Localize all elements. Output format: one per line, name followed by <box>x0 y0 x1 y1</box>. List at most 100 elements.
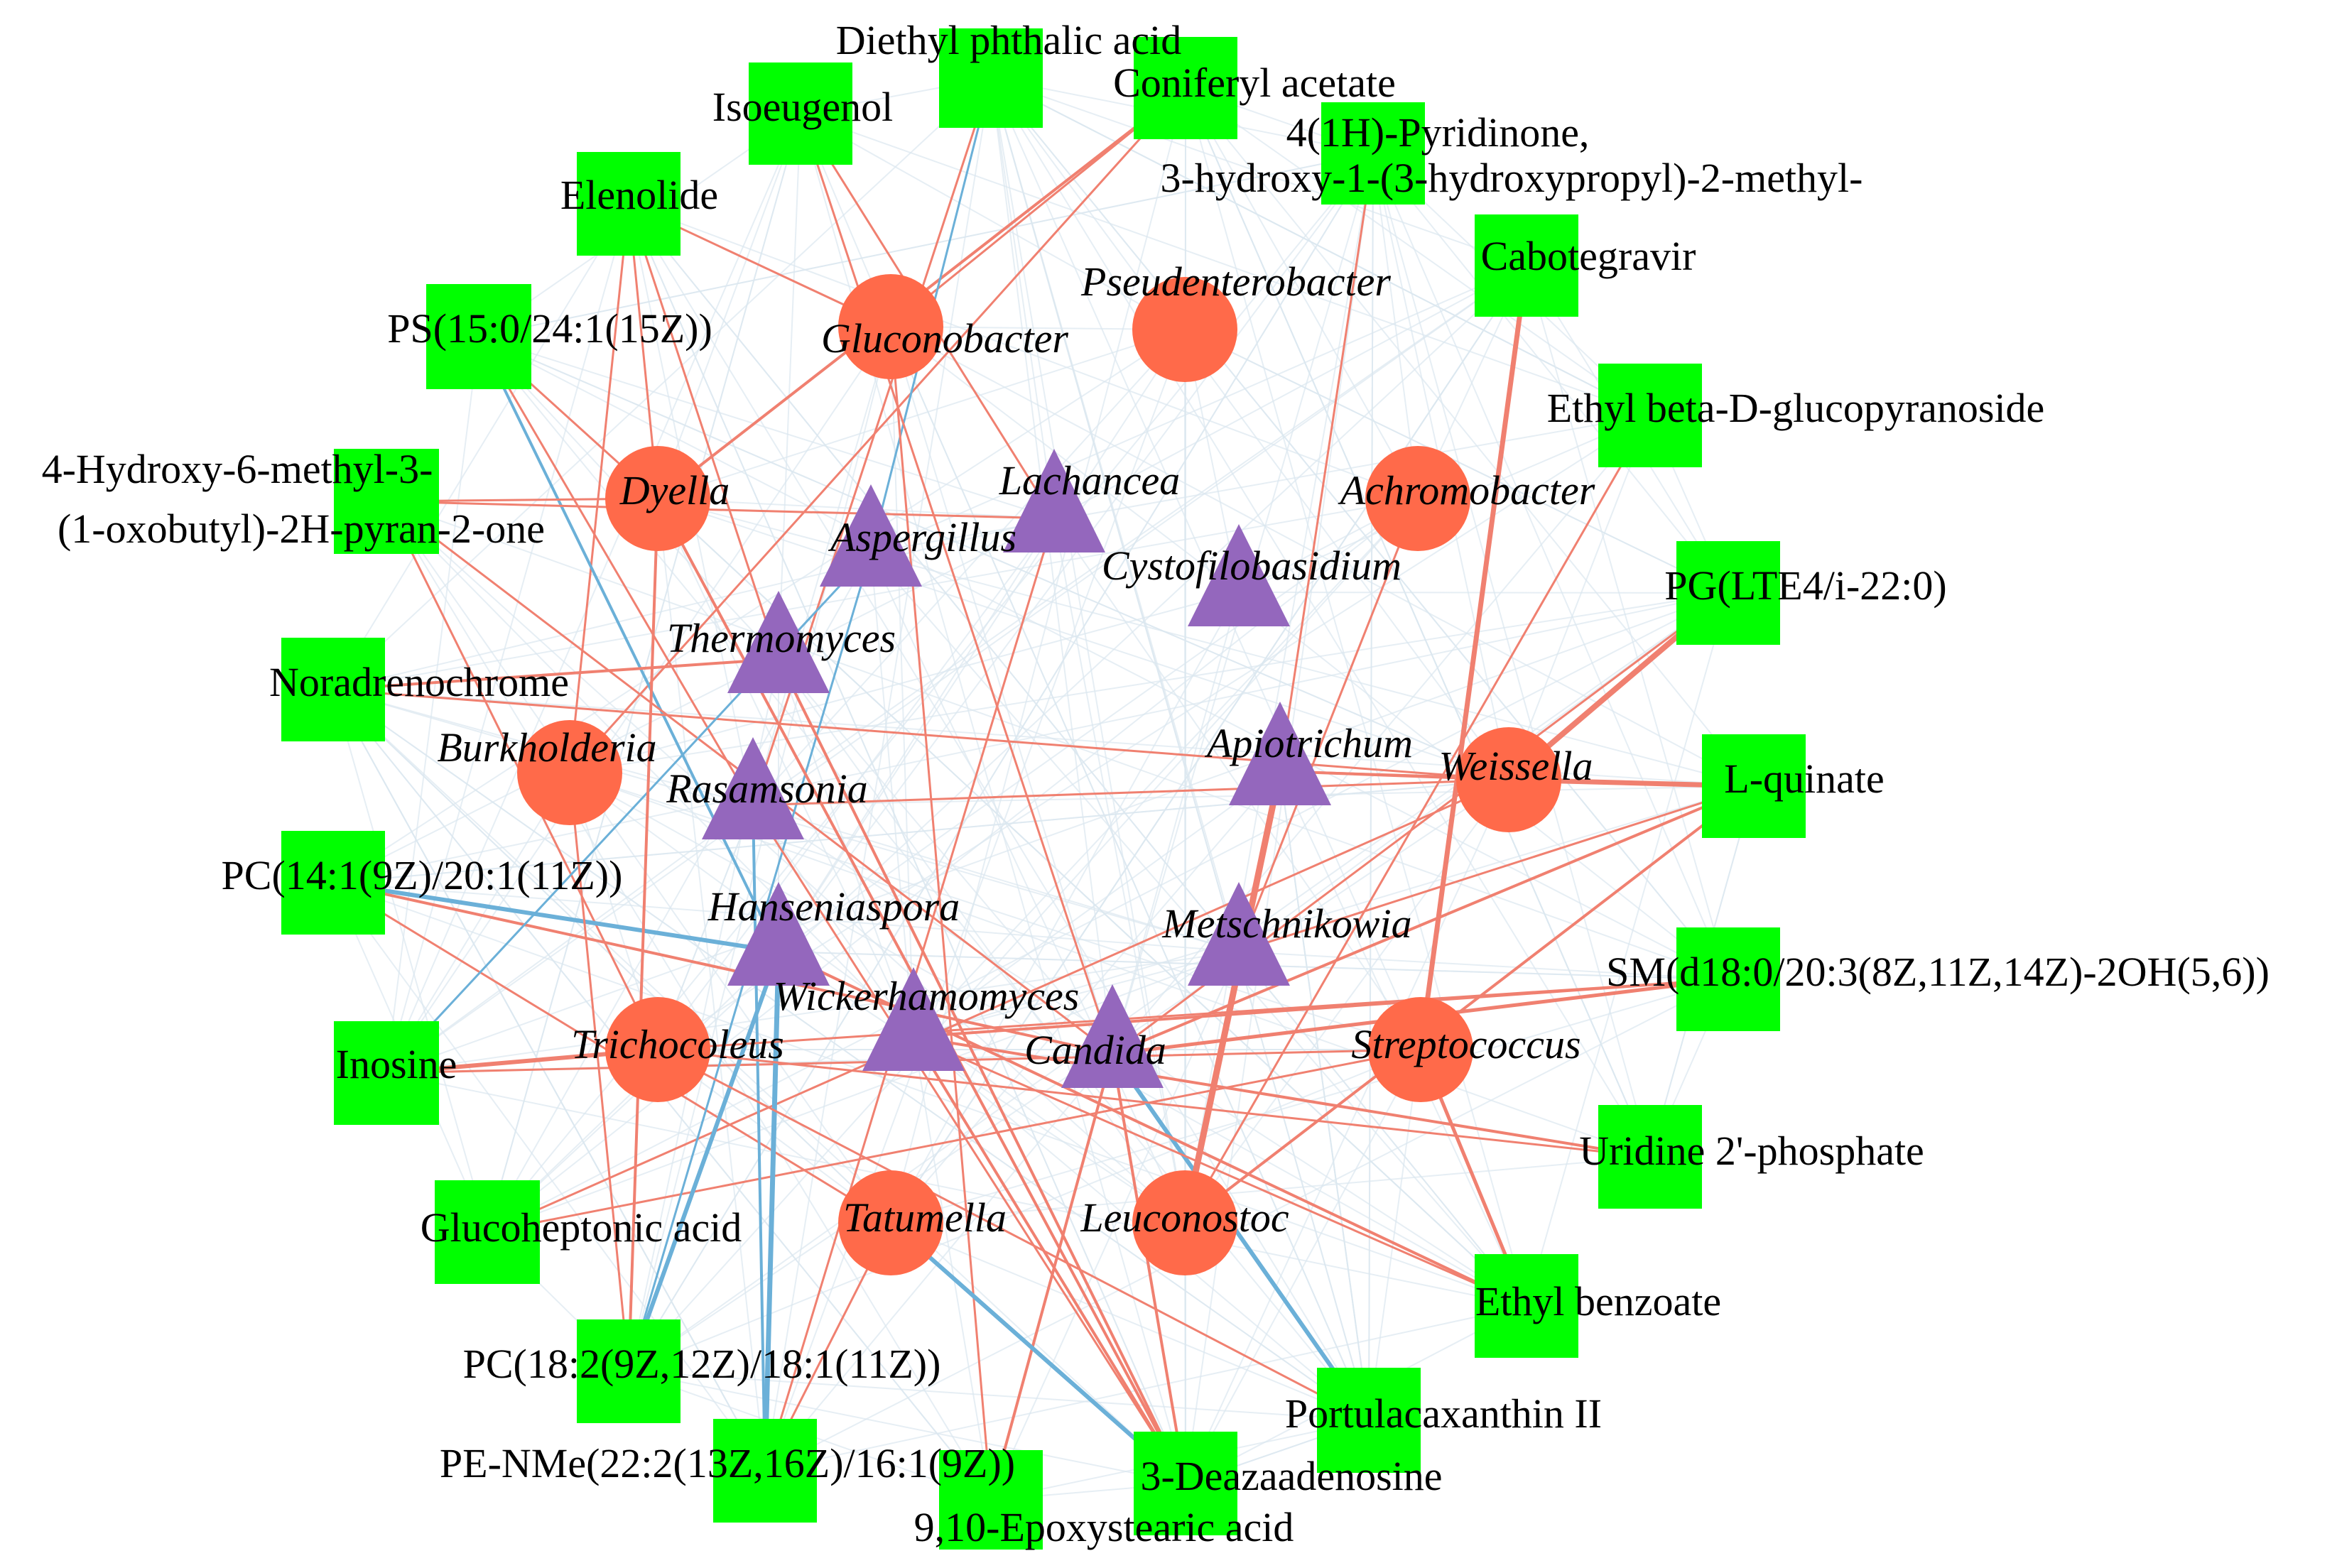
label-deazaadenosine: 3-Deazaadenosine <box>1140 1453 1442 1499</box>
label-inosine: Inosine <box>336 1041 457 1087</box>
background-edge <box>913 498 1419 1038</box>
label-apiotrichum: Apiotrichum <box>1204 720 1413 766</box>
background-edge <box>990 77 1509 780</box>
node-metschnikowia <box>1188 882 1290 986</box>
label-diethyl-phthalic-acid: Diethyl phthalic acid <box>836 17 1181 63</box>
background-edge <box>386 501 1186 1224</box>
background-edge <box>1184 153 1374 1224</box>
label-leuconostoc: Leuconostoc <box>1080 1194 1289 1241</box>
background-edge <box>332 882 766 1471</box>
node-pyridinone <box>1321 102 1425 205</box>
background-edge <box>913 1036 992 1501</box>
background-edge <box>1185 779 1509 1484</box>
background-edge <box>1526 592 1729 1307</box>
positive-edge <box>889 325 992 1501</box>
background-edge <box>386 113 801 1074</box>
label-pe-nme: PE-NMe(22:2(13Z,16Z)/16:1(9Z)) <box>440 1440 1015 1486</box>
label-pg: PG(LTE4/i-22:0) <box>1664 562 1946 609</box>
background-edge <box>628 1371 1186 1484</box>
label-hanseniaspora: Hanseniaspora <box>707 883 960 930</box>
positive-edge <box>332 658 780 691</box>
positive-edge <box>777 658 1187 1485</box>
background-edge <box>1184 779 1509 1224</box>
background-edge <box>990 77 1055 519</box>
label-pyranone-line2: (1-oxobutyl)-2H-pyran-2-one <box>58 506 545 552</box>
label-cabotegravir: Cabotegravir <box>1481 233 1696 279</box>
background-edge <box>870 552 914 1038</box>
label-elenolide: Elenolide <box>560 172 718 218</box>
background-edge <box>332 689 1370 1421</box>
node-tatumella <box>838 1170 943 1275</box>
node-pyranone <box>334 449 439 554</box>
positive-edge <box>1237 785 1755 953</box>
background-edge <box>913 785 1755 1038</box>
node-noradrenochrome <box>281 638 385 741</box>
label-rasamsonia: Rasamsonia <box>666 766 868 812</box>
label-pyranone-line1: 4-Hydroxy-6-methyl-3- <box>42 446 433 492</box>
positive-edge <box>1279 152 1374 773</box>
background-edge <box>332 203 629 690</box>
label-achromobacter: Achromobacter <box>1338 467 1595 513</box>
positive-edge <box>1237 497 1419 953</box>
label-isoeugenol: Isoeugenol <box>712 84 894 130</box>
negative-edge <box>1110 1052 1371 1422</box>
positive-edge <box>568 87 1187 774</box>
node-elenolide <box>577 152 681 256</box>
background-edge <box>890 326 914 1038</box>
background-edge <box>628 592 1729 1372</box>
background-edge <box>657 498 1055 519</box>
label-pc-18-2: PC(18:2(9Z,12Z)/18:1(11Z)) <box>463 1341 941 1387</box>
background-edge <box>332 329 1186 883</box>
negative-edge <box>627 949 781 1373</box>
background-edge <box>332 592 1729 883</box>
node-hanseniaspora <box>727 882 830 986</box>
background-edge <box>628 203 1370 1421</box>
label-l-quinate: L-quinate <box>1724 756 1884 802</box>
background-edge <box>800 113 1651 416</box>
background-edge <box>386 501 992 1501</box>
fungi-nodes <box>702 449 1331 1088</box>
background-edge <box>1184 329 1729 594</box>
label-candida: Candida <box>1024 1027 1166 1073</box>
background-edge <box>764 77 992 1471</box>
background-edge <box>764 979 1729 1471</box>
background-edge <box>990 77 1651 416</box>
negative-edge <box>752 804 766 1472</box>
background-edge <box>657 113 801 499</box>
node-diethyl-phthalic-acid <box>939 28 1043 128</box>
background-edge <box>870 552 1527 1307</box>
positive-edge <box>486 778 1510 1234</box>
positive-edge <box>568 771 630 1373</box>
background-edge <box>870 552 1186 1224</box>
background-edge <box>386 1072 1527 1307</box>
node-cystofilobasidium <box>1188 524 1290 626</box>
background-edge <box>890 1156 1651 1224</box>
label-epoxystearic-acid: 9,10-Epoxystearic acid <box>914 1504 1294 1550</box>
background-edge <box>386 336 479 1074</box>
background-edge <box>386 805 754 1074</box>
node-portulacaxanthin <box>1317 1368 1421 1473</box>
background-edge <box>890 326 1240 593</box>
background-edge <box>913 771 1281 1038</box>
node-lachancea <box>1003 449 1105 552</box>
label-tatumella: Tatumella <box>843 1194 1007 1241</box>
background-edge <box>386 501 1729 980</box>
background-edge <box>1053 518 1186 1224</box>
node-sm <box>1676 927 1780 1031</box>
metabolite-nodes <box>281 28 1806 1550</box>
background-edge <box>478 336 1055 519</box>
label-portulacaxanthin: Portulacaxanthin II <box>1285 1390 1602 1437</box>
node-pe-nme <box>713 1419 817 1523</box>
background-edge <box>764 1053 1113 1471</box>
background-edge <box>1053 265 1527 519</box>
label-pc-14-1: PC(14:1(9Z)/20:1(11Z)) <box>222 852 623 898</box>
background-edge <box>1279 771 1370 1421</box>
background-edge <box>1185 87 1755 787</box>
node-candida <box>1061 984 1164 1088</box>
positive-edge <box>799 112 1114 1055</box>
background-edge <box>332 689 766 1471</box>
positive-edge <box>1183 785 1755 1224</box>
background-edge <box>1053 518 1421 1050</box>
background-edge <box>1372 153 1729 980</box>
positive-edge <box>752 77 992 807</box>
